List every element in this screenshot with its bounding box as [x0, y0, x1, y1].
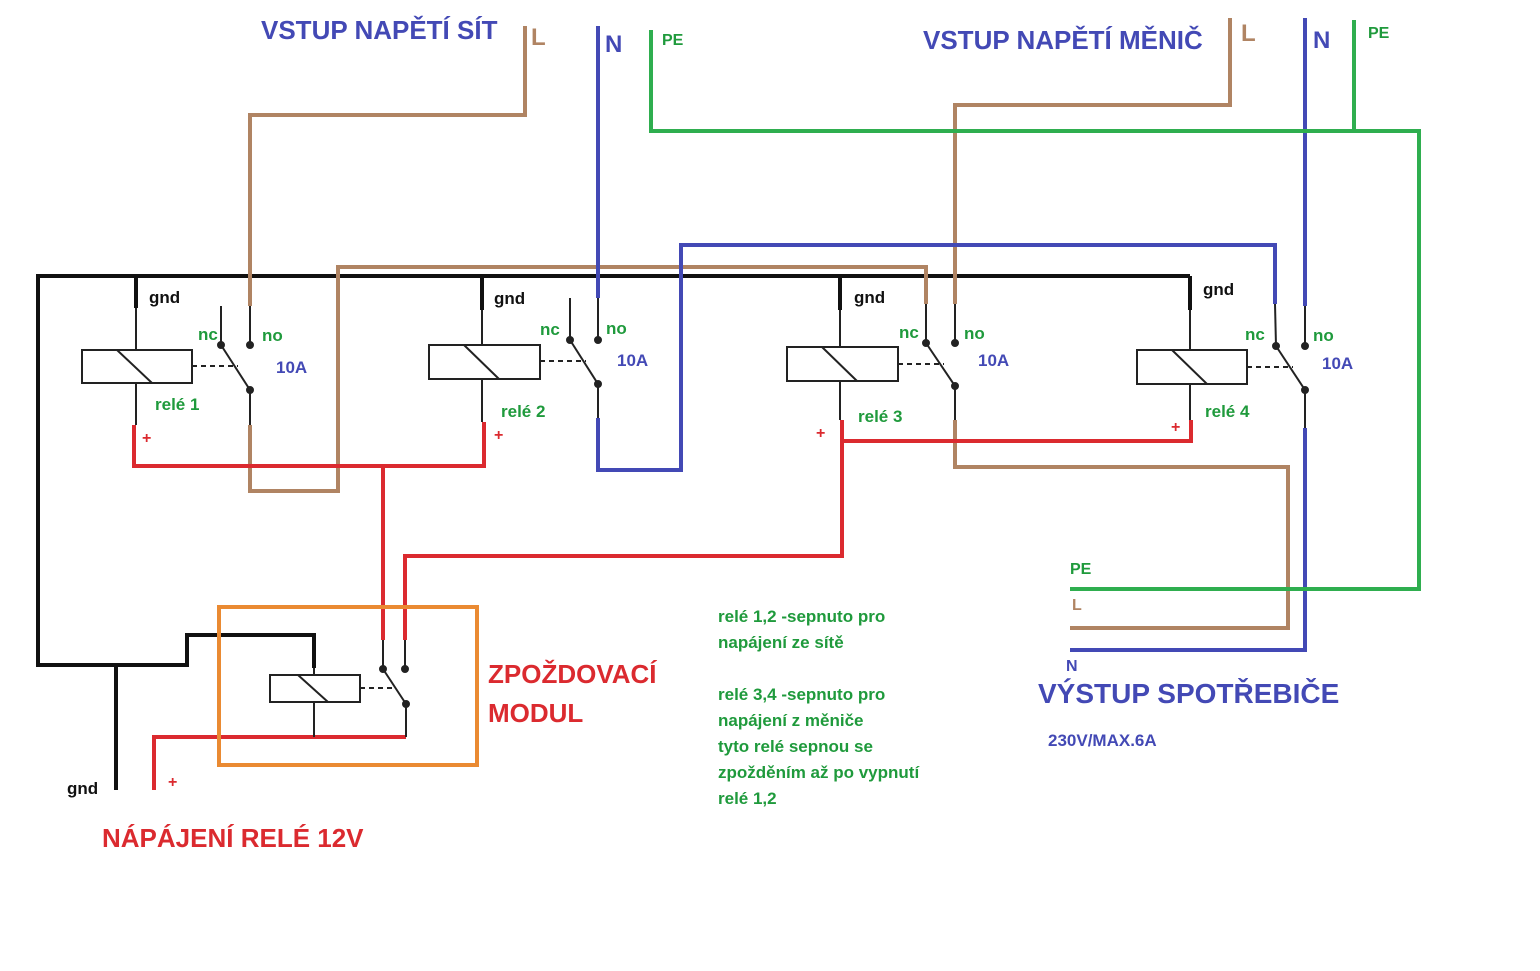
relay-1-rating-label: 10A	[276, 358, 307, 377]
relay12-plus-wire	[132, 422, 486, 468]
relay-2-rating-label: 10A	[617, 351, 648, 370]
note-line-5: tyto relé sepnou se	[718, 737, 873, 756]
relay-2-no-label: no	[606, 319, 627, 338]
relay-1-gnd-label: gnd	[149, 288, 180, 307]
delay-module-title-line1: ZPOŽDOVACÍ	[488, 659, 657, 689]
relay-4-no-label: no	[1313, 326, 1334, 345]
grid-n-label: N	[605, 31, 622, 58]
relay-3-nc-label: nc	[899, 323, 919, 342]
note-line-1: relé 1,2 -sepnuto pro	[718, 607, 885, 626]
relay-3-symbol	[786, 304, 959, 420]
inverter-n-label: N	[1313, 27, 1330, 54]
note-line-6: zpožděním až po vypnutí	[718, 763, 920, 782]
supply-title: NÁPÁJENÍ RELÉ 12V	[102, 823, 364, 853]
relay-4-gnd-label: gnd	[1203, 280, 1234, 299]
relay-2-plus-label: +	[494, 427, 503, 444]
grid-input-title: VSTUP NAPĚTÍ SÍT	[261, 15, 498, 45]
relay-4-nc-label: nc	[1245, 325, 1265, 344]
relay1-common-to-relay3-nc	[248, 265, 928, 493]
relay-2-symbol	[428, 298, 602, 422]
relay-1-no-label: no	[262, 326, 283, 345]
inverter-l-label: L	[1241, 20, 1256, 47]
relay-4-plus-label: +	[1171, 419, 1180, 436]
delay-module-box	[217, 605, 479, 767]
gnd-bus-wire	[36, 274, 316, 668]
grid-l-label: L	[531, 24, 546, 51]
output-l-wire	[953, 420, 1290, 630]
relay-1-name-label: relé 1	[155, 395, 199, 414]
relay2-common-to-relay4-nc	[596, 243, 1277, 472]
relay-2-nc-label: nc	[540, 320, 560, 339]
relay-2-name-label: relé 2	[501, 402, 545, 421]
supply-plus-label: +	[168, 774, 177, 791]
grid-pe-label: PE	[662, 32, 684, 49]
output-title: VÝSTUP SPOTŘEBIČE	[1038, 677, 1339, 709]
output-n-label: N	[1066, 658, 1078, 675]
relay-3-rating-label: 10A	[978, 351, 1009, 370]
relay34-plus-wire	[840, 420, 1193, 443]
supply-plus-wire	[152, 735, 406, 790]
note-line-7: relé 1,2	[718, 789, 777, 808]
output-n-wire	[1070, 428, 1307, 652]
grid-pe-wire	[649, 30, 1421, 591]
relay-4-name-label: relé 4	[1205, 402, 1250, 421]
inverter-pe-label: PE	[1368, 25, 1390, 42]
relay-2-gnd-label: gnd	[494, 289, 525, 308]
output-l-label: L	[1072, 597, 1082, 614]
note-line-3: relé 3,4 -sepnuto pro	[718, 685, 885, 704]
supply-gnd-label: gnd	[67, 779, 98, 798]
relay-4-rating-label: 10A	[1322, 354, 1353, 373]
inverter-input-title: VSTUP NAPĚTÍ MĚNIČ	[923, 25, 1203, 55]
note-line-4: napájení z měniče	[718, 711, 864, 730]
output-pe-label: PE	[1070, 561, 1092, 578]
relay-1-symbol	[81, 306, 254, 425]
relay-3-plus-label: +	[816, 425, 825, 442]
grid-l-wire	[248, 26, 527, 306]
relay-1-nc-label: nc	[198, 325, 218, 344]
relay-3-no-label: no	[964, 324, 985, 343]
relay-4-symbol	[1136, 303, 1309, 428]
note-line-2: napájení ze sítě	[718, 633, 844, 652]
relay-1-plus-label: +	[142, 430, 151, 447]
delay-module-relay-symbol	[269, 640, 410, 737]
relay-3-name-label: relé 3	[858, 407, 902, 426]
inverter-l-wire	[953, 18, 1232, 304]
module-out-relay34	[403, 441, 844, 640]
output-rating: 230V/MAX.6A	[1048, 731, 1157, 750]
relay-3-gnd-label: gnd	[854, 288, 885, 307]
delay-module-title-line2: MODUL	[488, 698, 583, 728]
